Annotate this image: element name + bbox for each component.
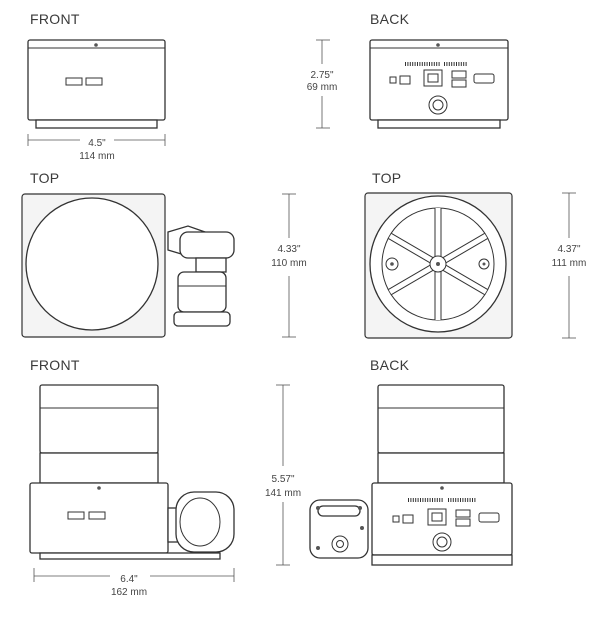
rear-knob-screw-2 [358,506,362,510]
rear-knob-jack [331,535,349,553]
front-view-small: FRONT 4.5" 114 mm [27,11,166,162]
screw-hole [97,486,101,490]
ethernet-port [423,69,443,87]
usb-port-1 [67,511,85,520]
power-led [392,515,400,523]
device-base [377,119,501,129]
ethernet-inner [427,73,439,83]
mount-knob [177,271,227,313]
rear-knob-screw-3 [360,526,364,530]
front-label-2: FRONT [30,357,80,373]
mount-base [173,311,231,327]
screw-hole [436,43,440,47]
hdmi-port [473,73,495,84]
back-view-small: BACK 2.75" 69 mm [307,11,509,129]
top-view-wheel: TOP 4.37" 111 mm [364,170,587,339]
dim-height-mm: 141 mm [265,488,301,499]
circular-connector [428,95,448,115]
dim-width-in: 4.5" [88,138,106,149]
dim-height-in: 4.37" [557,244,580,255]
screw-hole [94,43,98,47]
mount-neck [195,257,227,273]
back-label-1: BACK [370,11,410,27]
back-view-tall: BACK 5.57" 141 mm [265,357,513,566]
screw-hole [440,486,444,490]
usb-port-2 [88,511,106,520]
top-label-1: TOP [30,170,59,186]
dim-height-mm: 110 mm [271,258,306,269]
usb-port-1 [65,77,83,86]
device-base [35,119,158,129]
device-base [39,552,221,560]
usb-port-1 [451,70,467,79]
dim-height-mm: 111 mm [552,258,587,269]
usb-port-2 [451,79,467,88]
circular-connector [432,532,452,552]
side-knob-face [179,497,221,547]
rear-knob-screw-4 [316,546,320,550]
top-disc [25,197,159,331]
circular-connector-inner [432,99,444,111]
wheel-spokes [388,208,488,320]
side-knob [175,491,235,553]
back-label-2: BACK [370,357,410,373]
rear-knob-jack-inner [336,540,344,548]
mid-module [39,452,159,484]
dim-height-in: 5.57" [271,474,294,485]
dc-jack [402,514,414,524]
usb-port-1 [455,509,471,518]
mid-module [377,452,505,484]
rear-knob-slot [317,505,361,517]
rear-knob-screw-1 [316,506,320,510]
power-led [389,76,397,84]
dim-height-in: 4.33" [277,244,300,255]
device-base [371,554,513,566]
ethernet-inner [431,512,443,522]
top-module [377,384,505,454]
dc-jack [399,75,411,85]
dim-width-in: 6.4" [120,574,138,585]
dim-height-in: 2.75" [310,70,333,81]
top-label-2: TOP [372,170,401,186]
mount-boss-left-hole [390,262,394,266]
wheel-hub-center [436,262,440,266]
circular-connector-inner [436,536,448,548]
dim-width-mm: 114 mm [79,151,114,162]
mount-head [179,231,235,259]
hdmi-port [478,512,500,523]
usb-port-2 [455,518,471,527]
top-view-with-mount: TOP 4.33" 110 mm [21,170,307,338]
mount-boss-right-hole [482,262,486,266]
front-label-1: FRONT [30,11,80,27]
top-module [39,384,159,454]
usb-port-2 [85,77,103,86]
front-view-tall: FRONT 6.4" 162 mm [29,357,235,598]
dim-width-mm: 162 mm [111,587,147,598]
ethernet-port [427,508,447,526]
dim-height-mm: 69 mm [307,82,338,93]
